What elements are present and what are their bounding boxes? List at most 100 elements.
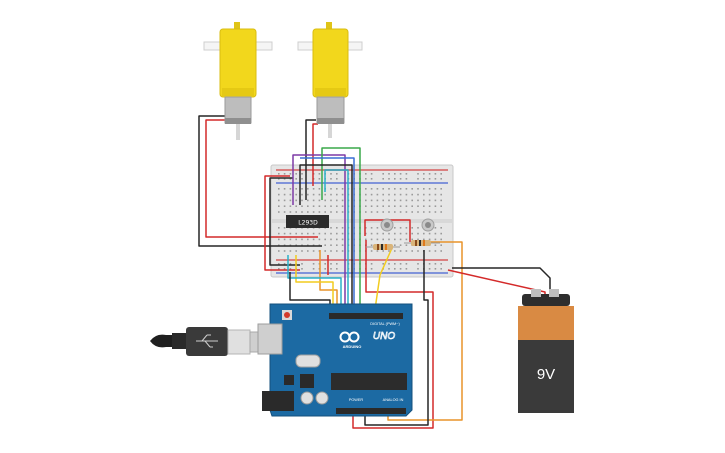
breadboard-hole <box>440 263 442 265</box>
breadboard-hole <box>376 232 379 235</box>
breadboard-hole <box>394 211 396 213</box>
breadboard-hole <box>440 205 442 207</box>
breadboard-hole <box>399 199 402 202</box>
breadboard-hole <box>365 193 367 196</box>
breadboard-hole <box>423 178 425 180</box>
breadboard-hole <box>330 193 332 196</box>
resistor-left[interactable] <box>366 244 400 250</box>
breadboard-hole <box>411 227 413 229</box>
breadboard-hole <box>278 205 280 207</box>
breadboard-hole <box>289 173 292 175</box>
breadboard-hole <box>399 211 402 213</box>
breadboard-hole <box>376 227 379 229</box>
wire-orange-left <box>319 250 338 310</box>
breadboard-hole <box>324 268 326 270</box>
breadboard-hole <box>417 211 419 213</box>
breadboard-hole <box>278 173 280 175</box>
breadboard-hole <box>405 211 408 213</box>
breadboard-hole <box>382 193 384 196</box>
breadboard-hole <box>318 188 321 190</box>
breadboard-hole <box>295 173 297 175</box>
breadboard-hole <box>440 178 442 180</box>
resistor-right[interactable] <box>404 240 440 246</box>
breadboard-hole <box>318 205 321 207</box>
breadboard-hole <box>330 238 332 241</box>
breadboard-hole <box>376 188 379 190</box>
breadboard-hole <box>283 178 286 180</box>
breadboard-hole <box>283 227 286 229</box>
breadboard-hole <box>382 250 384 252</box>
voltage-regulator <box>284 375 294 385</box>
breadboard-hole <box>417 268 419 270</box>
wire-red-motor-left <box>205 119 318 238</box>
breadboard-hole <box>278 227 280 229</box>
breadboard-hole <box>341 250 344 252</box>
breadboard-hole <box>370 263 373 265</box>
breadboard-hole <box>365 199 367 202</box>
breadboard-hole <box>434 205 437 207</box>
arduino-brand: ARDUINO <box>343 344 362 349</box>
usb-cable[interactable] <box>150 327 273 356</box>
breadboard-hole <box>283 205 286 207</box>
breadboard-hole <box>341 199 344 202</box>
breadboard-hole <box>423 173 425 175</box>
dc-motor-right[interactable] <box>297 22 363 138</box>
breadboard-hole <box>417 173 419 175</box>
breadboard-hole <box>336 199 338 202</box>
breadboard-hole <box>370 178 373 180</box>
breadboard-hole <box>341 238 344 241</box>
breadboard-hole <box>295 178 297 180</box>
breadboard-hole <box>399 205 402 207</box>
breadboard-hole <box>283 199 286 202</box>
photoresistor-right[interactable] <box>421 218 435 232</box>
breadboard-hole <box>336 205 338 207</box>
breadboard-hole <box>301 268 303 270</box>
breadboard-hole <box>434 199 437 202</box>
photoresistor-left[interactable] <box>380 218 394 232</box>
breadboard-hole <box>365 227 367 229</box>
breadboard-hole <box>376 205 379 207</box>
breadboard-hole <box>295 205 297 207</box>
breadboard-hole <box>399 178 402 180</box>
arduino-uno-board[interactable]: ARDUINO UNO DIGITAL (PWM~) POWER ANALOG … <box>257 303 413 417</box>
breadboard-hole <box>307 232 309 235</box>
breadboard-hole <box>324 232 326 235</box>
breadboard-hole <box>411 199 413 202</box>
breadboard-hole <box>370 238 373 241</box>
breadboard-hole <box>301 205 303 207</box>
breadboard-hole <box>428 173 431 175</box>
dc-motor-left[interactable] <box>203 22 273 140</box>
breadboard-hole <box>283 263 286 265</box>
breadboard-hole <box>278 232 280 235</box>
breadboard-hole <box>405 188 408 190</box>
breadboard-hole <box>417 199 419 202</box>
breadboard-hole <box>405 173 408 175</box>
breadboard-hole <box>318 211 321 213</box>
breadboard-hole <box>307 188 309 190</box>
breadboard-hole <box>423 211 425 213</box>
breadboard-hole <box>405 205 408 207</box>
battery-9v[interactable]: 9V <box>518 289 574 413</box>
breadboard-hole <box>312 232 315 235</box>
breadboard-hole <box>283 250 286 252</box>
breadboard-hole <box>394 232 396 235</box>
reset-button[interactable] <box>284 312 290 318</box>
arduino-model: UNO <box>373 331 395 342</box>
breadboard-hole <box>370 250 373 252</box>
breadboard-hole <box>341 188 344 190</box>
breadboard-hole <box>370 244 373 246</box>
capacitor-right <box>315 391 329 405</box>
breadboard-hole <box>394 263 396 265</box>
breadboard-hole <box>365 232 367 235</box>
breadboard-hole <box>312 199 315 202</box>
breadboard-hole <box>330 268 332 270</box>
breadboard-hole <box>336 178 338 180</box>
breadboard-hole <box>307 205 309 207</box>
motor-driver-ic[interactable]: L293D <box>286 215 329 228</box>
breadboard-hole <box>289 244 292 246</box>
breadboard-hole <box>434 250 437 252</box>
breadboard-hole <box>382 232 384 235</box>
breadboard-hole <box>423 205 425 207</box>
breadboard-hole <box>312 263 315 265</box>
breadboard-hole <box>312 193 315 196</box>
